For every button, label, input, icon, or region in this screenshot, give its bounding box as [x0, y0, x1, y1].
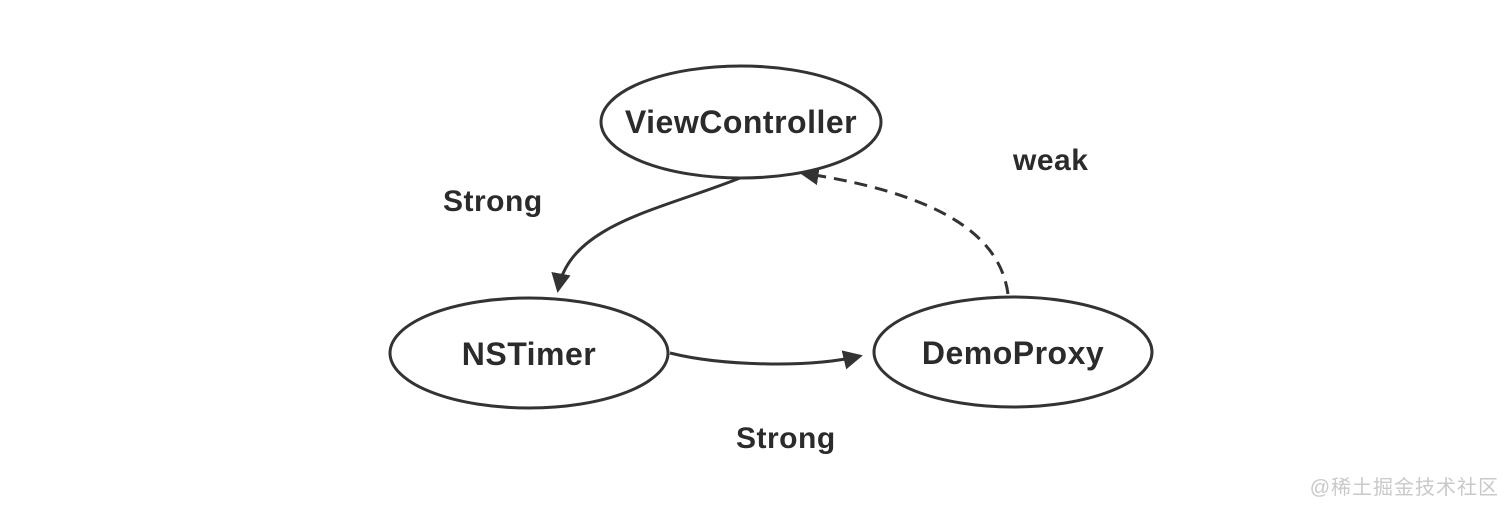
watermark: @稀土掘金技术社区 — [1310, 476, 1499, 499]
edge-label-weak: weak — [1012, 144, 1088, 177]
edge-viewcontroller-to-nstimer — [551, 176, 741, 293]
node-viewcontroller-label: ViewController — [625, 104, 857, 140]
edge-demoproxy-to-viewcontroller — [799, 165, 1010, 295]
edge-nstimer-to-demoproxy — [669, 350, 863, 370]
node-viewcontroller: ViewController — [599, 64, 883, 180]
node-nstimer: NSTimer — [388, 296, 670, 410]
node-demoproxy: DemoProxy — [872, 295, 1154, 409]
node-nstimer-ellipse — [388, 296, 670, 410]
edge-label-strong-left: Strong — [443, 185, 543, 218]
node-nstimer-label: NSTimer — [462, 336, 597, 372]
node-demoproxy-label: DemoProxy — [922, 335, 1104, 371]
edge-label-strong-bottom: Strong — [736, 422, 836, 455]
node-demoproxy-ellipse — [872, 295, 1154, 409]
node-viewcontroller-ellipse — [599, 64, 883, 180]
